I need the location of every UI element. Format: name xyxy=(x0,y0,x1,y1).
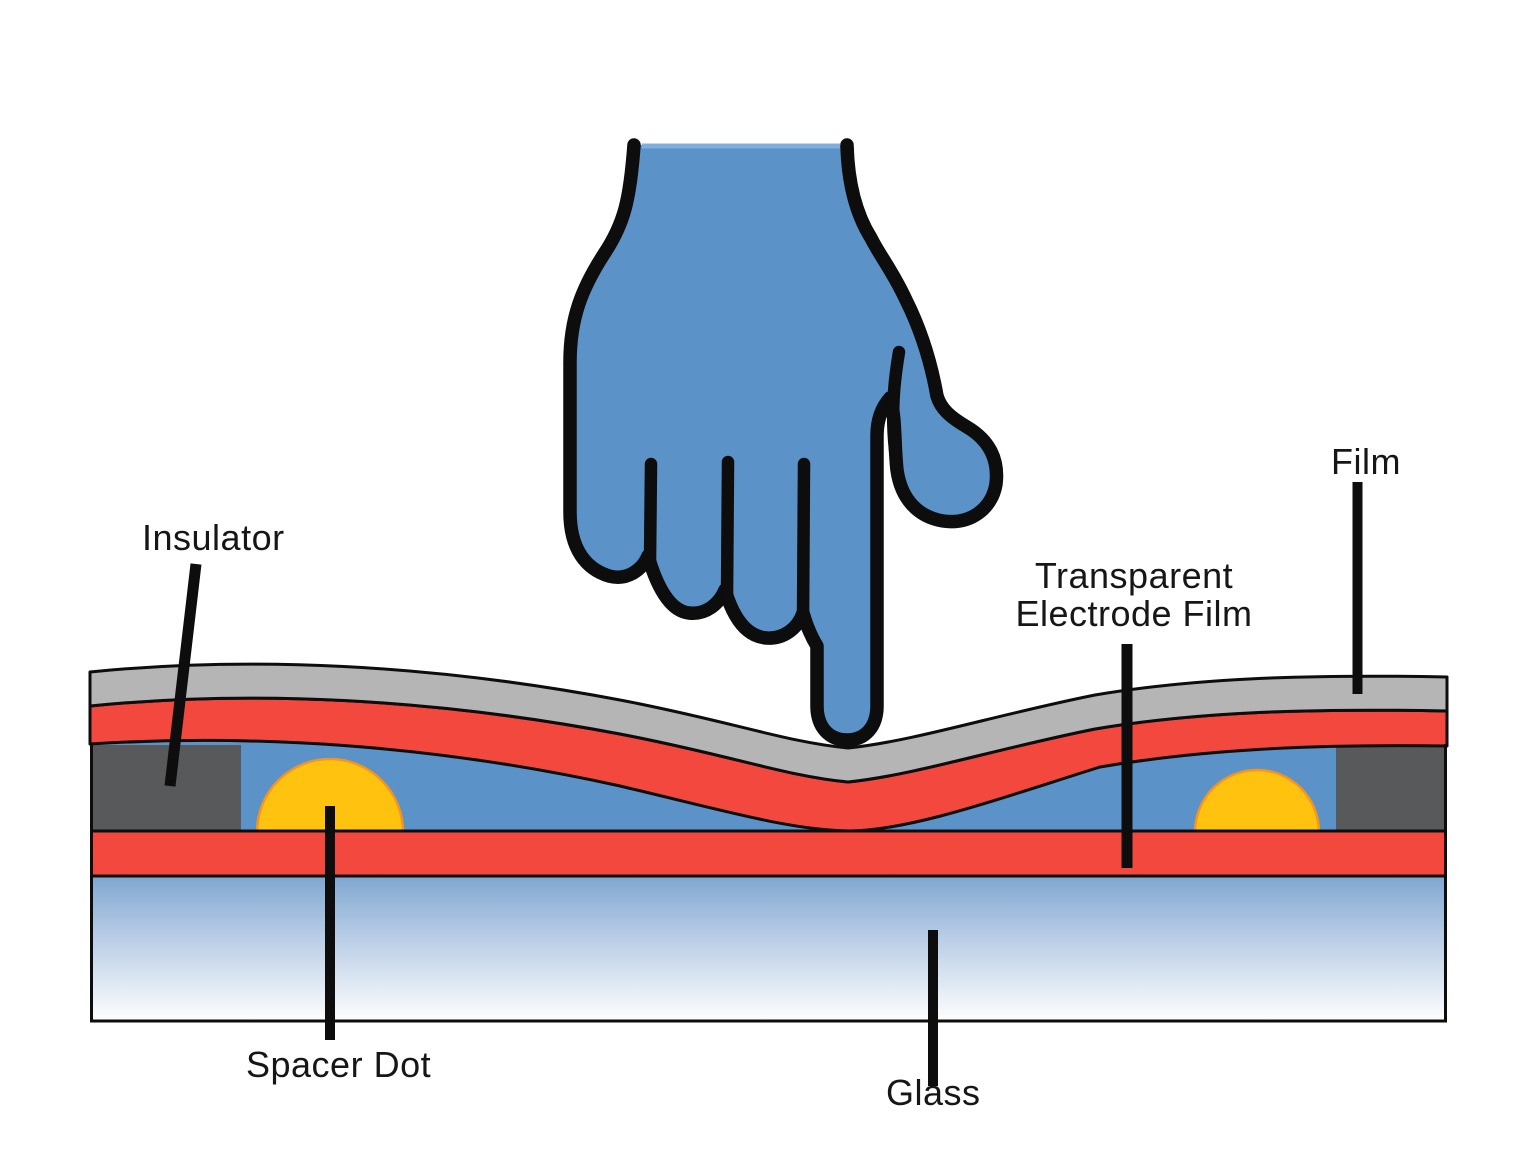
insulator-right xyxy=(1336,745,1446,832)
insulator-left xyxy=(91,745,241,832)
insulator-label: Insulator xyxy=(142,517,285,558)
finger-notch-line-2 xyxy=(720,455,735,605)
transparent-electrode-film-label-line1: Transparent xyxy=(1034,555,1234,596)
glass-label: Glass xyxy=(886,1072,981,1113)
finger-notch-line-1 xyxy=(643,457,658,569)
hand-outline xyxy=(563,138,1004,747)
spacer-dot-label: Spacer Dot xyxy=(246,1044,432,1085)
glass-layer xyxy=(90,874,1447,1023)
spacer-dot-left xyxy=(255,757,405,834)
transparent-electrode-film-label: Transparent Electrode Film xyxy=(994,557,1274,633)
hand-pointing-down-icon xyxy=(563,138,1004,747)
spacer-dot-right xyxy=(1193,768,1321,834)
film-label: Film xyxy=(1331,441,1401,482)
air-gap xyxy=(90,740,1447,833)
hand-fill xyxy=(570,145,997,740)
insulator-pointer-line xyxy=(164,563,202,787)
thumb-notch-line xyxy=(886,345,906,457)
bottom-electrode-layer xyxy=(90,829,1447,878)
transparent-electrode-film-label-line2: Electrode Film xyxy=(1015,593,1253,634)
finger-notch-line-3 xyxy=(796,457,811,629)
film-layer xyxy=(88,662,1449,784)
